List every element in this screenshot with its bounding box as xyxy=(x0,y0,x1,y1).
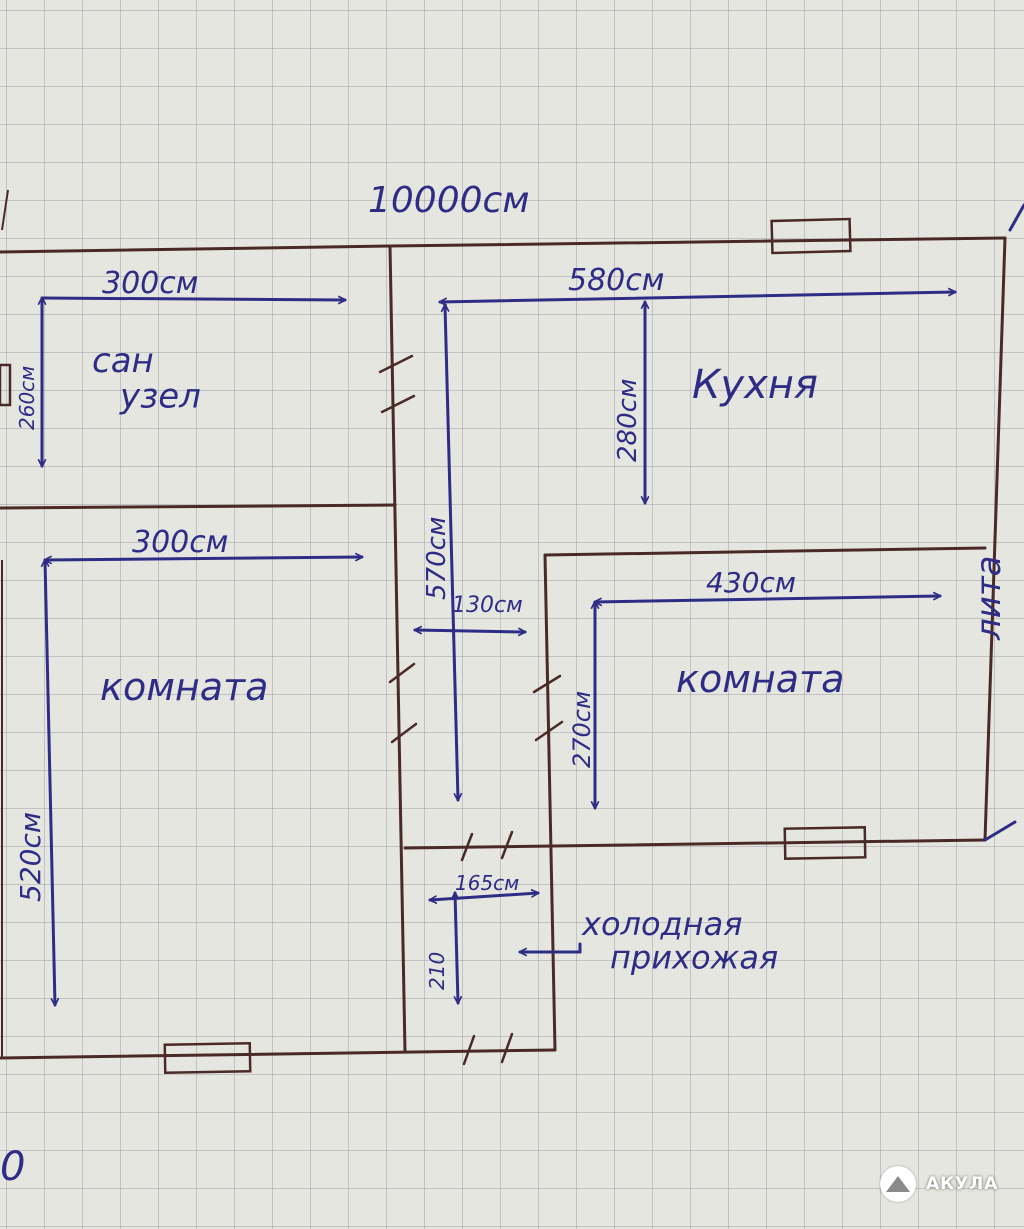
left-room-height-label: 520см xyxy=(14,812,47,902)
bathroom-wall-bottom xyxy=(0,503,397,510)
windows xyxy=(0,217,867,1075)
corridor-wall-left xyxy=(388,244,407,1054)
window-left-room-bottom xyxy=(163,1041,252,1075)
left-room-width-label: 300см xyxy=(132,525,228,560)
door-tick xyxy=(500,830,514,860)
hall-width-label: 165см xyxy=(455,871,519,895)
left-room-label: комната xyxy=(100,665,268,709)
kitchen-label: Кухня xyxy=(692,362,818,408)
kitchen-width-label: 580см xyxy=(568,263,664,298)
corridor-length-label: 570см xyxy=(422,516,452,600)
door-tick xyxy=(462,1034,476,1066)
terrace-label: лита xyxy=(969,556,1009,641)
corridor-width-arrow xyxy=(415,630,525,632)
door-tick xyxy=(500,1032,514,1064)
watermark-badge: АКУЛА xyxy=(880,1162,998,1206)
right-room-wall-left xyxy=(543,553,557,1052)
outer-wall-top xyxy=(0,236,1007,254)
corridor-width-label: 130см xyxy=(452,593,523,618)
right-room-wall-top xyxy=(543,546,987,557)
corridor-length-arrow xyxy=(445,305,458,800)
hall-height-arrow xyxy=(455,893,458,1003)
right-room-label: комната xyxy=(676,657,844,701)
door-tick xyxy=(388,662,416,684)
door-marks xyxy=(378,354,564,1066)
left-room-width-arrow xyxy=(45,557,362,560)
shark-fin-icon xyxy=(880,1166,916,1202)
kitchen-width-arrow xyxy=(440,292,955,302)
right-room-height-label: 270см xyxy=(568,691,596,768)
terrace-mark-top xyxy=(1008,203,1024,232)
door-tick xyxy=(378,354,414,374)
terrace-mark-bottom xyxy=(983,820,1017,842)
door-tick xyxy=(460,832,474,862)
right-room-width-label: 430см xyxy=(706,566,796,599)
window-kitchen-top xyxy=(770,217,852,255)
watermark-text: АКУЛА xyxy=(926,1174,999,1194)
door-tick xyxy=(380,394,416,414)
right-room-width-arrow xyxy=(595,596,940,602)
bath-height-label: 260см xyxy=(15,366,39,430)
hall-width-arrow xyxy=(430,893,538,900)
corner-mark: 0 xyxy=(0,1144,25,1190)
door-tick xyxy=(534,720,564,742)
kitchen-height-label: 280см xyxy=(613,378,643,462)
door-tick xyxy=(390,722,418,744)
outer-wall-right xyxy=(983,236,1007,842)
bath-width-label: 300см xyxy=(102,266,198,301)
door-tick xyxy=(532,674,562,694)
bath-width-arrow xyxy=(40,298,345,300)
outer-wall-bottom xyxy=(0,1048,557,1060)
overall-width-label: 10000см xyxy=(368,180,529,221)
right-room-wall-bottom xyxy=(403,838,987,850)
dimension-arrows xyxy=(42,292,955,1005)
window-right-room-bottom xyxy=(783,826,867,860)
walls xyxy=(0,189,1007,1060)
left-room-height-arrow xyxy=(45,560,55,1005)
left-edge-mark-top xyxy=(1,189,9,231)
window-bathroom-left xyxy=(0,363,12,407)
hall-height-label: 210 xyxy=(425,952,449,990)
